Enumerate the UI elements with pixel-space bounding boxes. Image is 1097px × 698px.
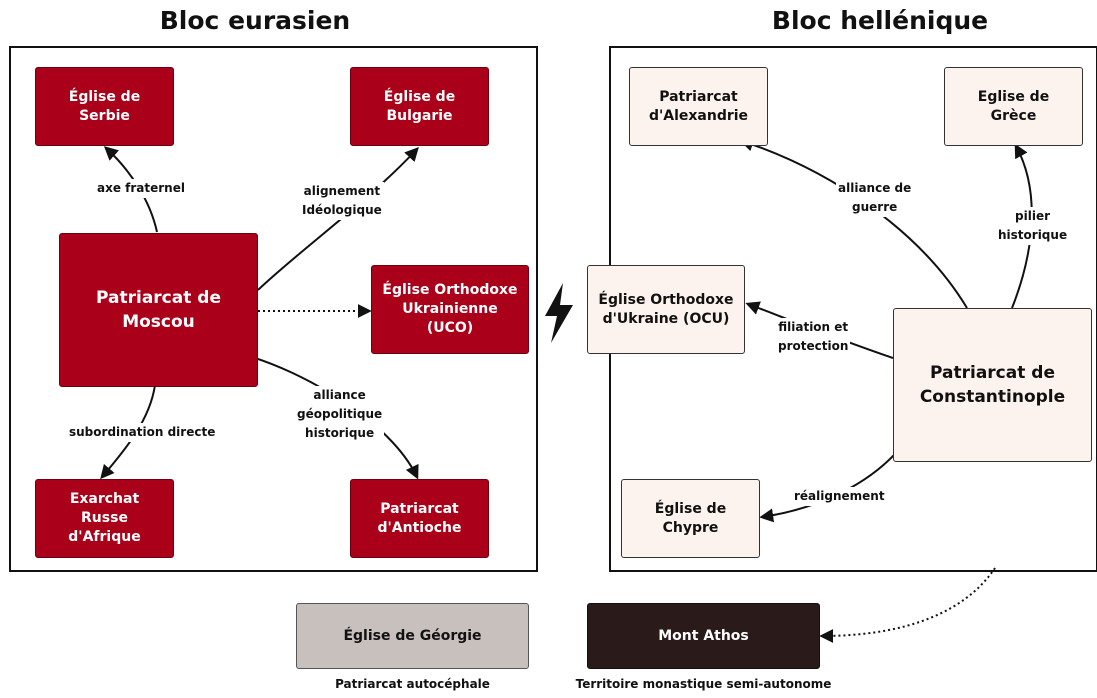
- label-alignement: alignement Idéologique: [300, 182, 384, 220]
- edge-athos: [819, 567, 996, 643]
- node-mont-athos: Mont Athos: [587, 603, 820, 669]
- node-eglise-grece: Eglise de Grèce: [944, 67, 1083, 146]
- caption-georgie: Patriarcat autocéphale: [335, 677, 490, 691]
- edge-alliance-guerre: [739, 137, 968, 309]
- node-patriarcat-constantinople: Patriarcat de Constantinople: [893, 308, 1092, 462]
- label-pilier: pilier historique: [996, 207, 1070, 245]
- label-realignement: réalignement: [792, 487, 887, 506]
- node-ocu: Église Orthodoxe d'Ukraine (OCU): [587, 265, 745, 354]
- node-exarchat-afrique: Exarchat Russe d'Afrique: [35, 479, 174, 558]
- node-eglise-serbie: Église de Serbie: [35, 67, 174, 146]
- label-alliance-guerre: alliance de guerre: [836, 179, 914, 217]
- label-subordination: subordination directe: [67, 423, 218, 442]
- node-patriarcat-alexandrie: Patriarcat d'Alexandrie: [629, 67, 768, 146]
- node-uco: Église Orthodoxe Ukrainienne (UCO): [371, 265, 529, 354]
- caption-athos: Territoire monastique semi-autonome: [575, 677, 832, 691]
- label-alliance-geo: alliance géopolitique historique: [295, 386, 385, 443]
- label-filiation: filiation et protection: [776, 318, 851, 356]
- node-patriarcat-moscou: Patriarcat de Moscou: [59, 233, 258, 387]
- label-axe-fraternel: axe fraternel: [95, 179, 187, 198]
- node-eglise-georgie: Église de Géorgie: [296, 603, 529, 669]
- bloc-hellenique-title: Bloc hellénique: [771, 6, 989, 35]
- bloc-eurasien-title: Bloc eurasien: [159, 6, 351, 35]
- lightning-bolt-icon: [545, 283, 573, 343]
- edge-alignement: [257, 146, 419, 291]
- node-eglise-bulgarie: Église de Bulgarie: [350, 67, 489, 146]
- node-eglise-chypre: Église de Chypre: [621, 479, 760, 558]
- node-patriarcat-antioche: Patriarcat d'Antioche: [350, 479, 489, 558]
- edge-realignement: [759, 454, 895, 523]
